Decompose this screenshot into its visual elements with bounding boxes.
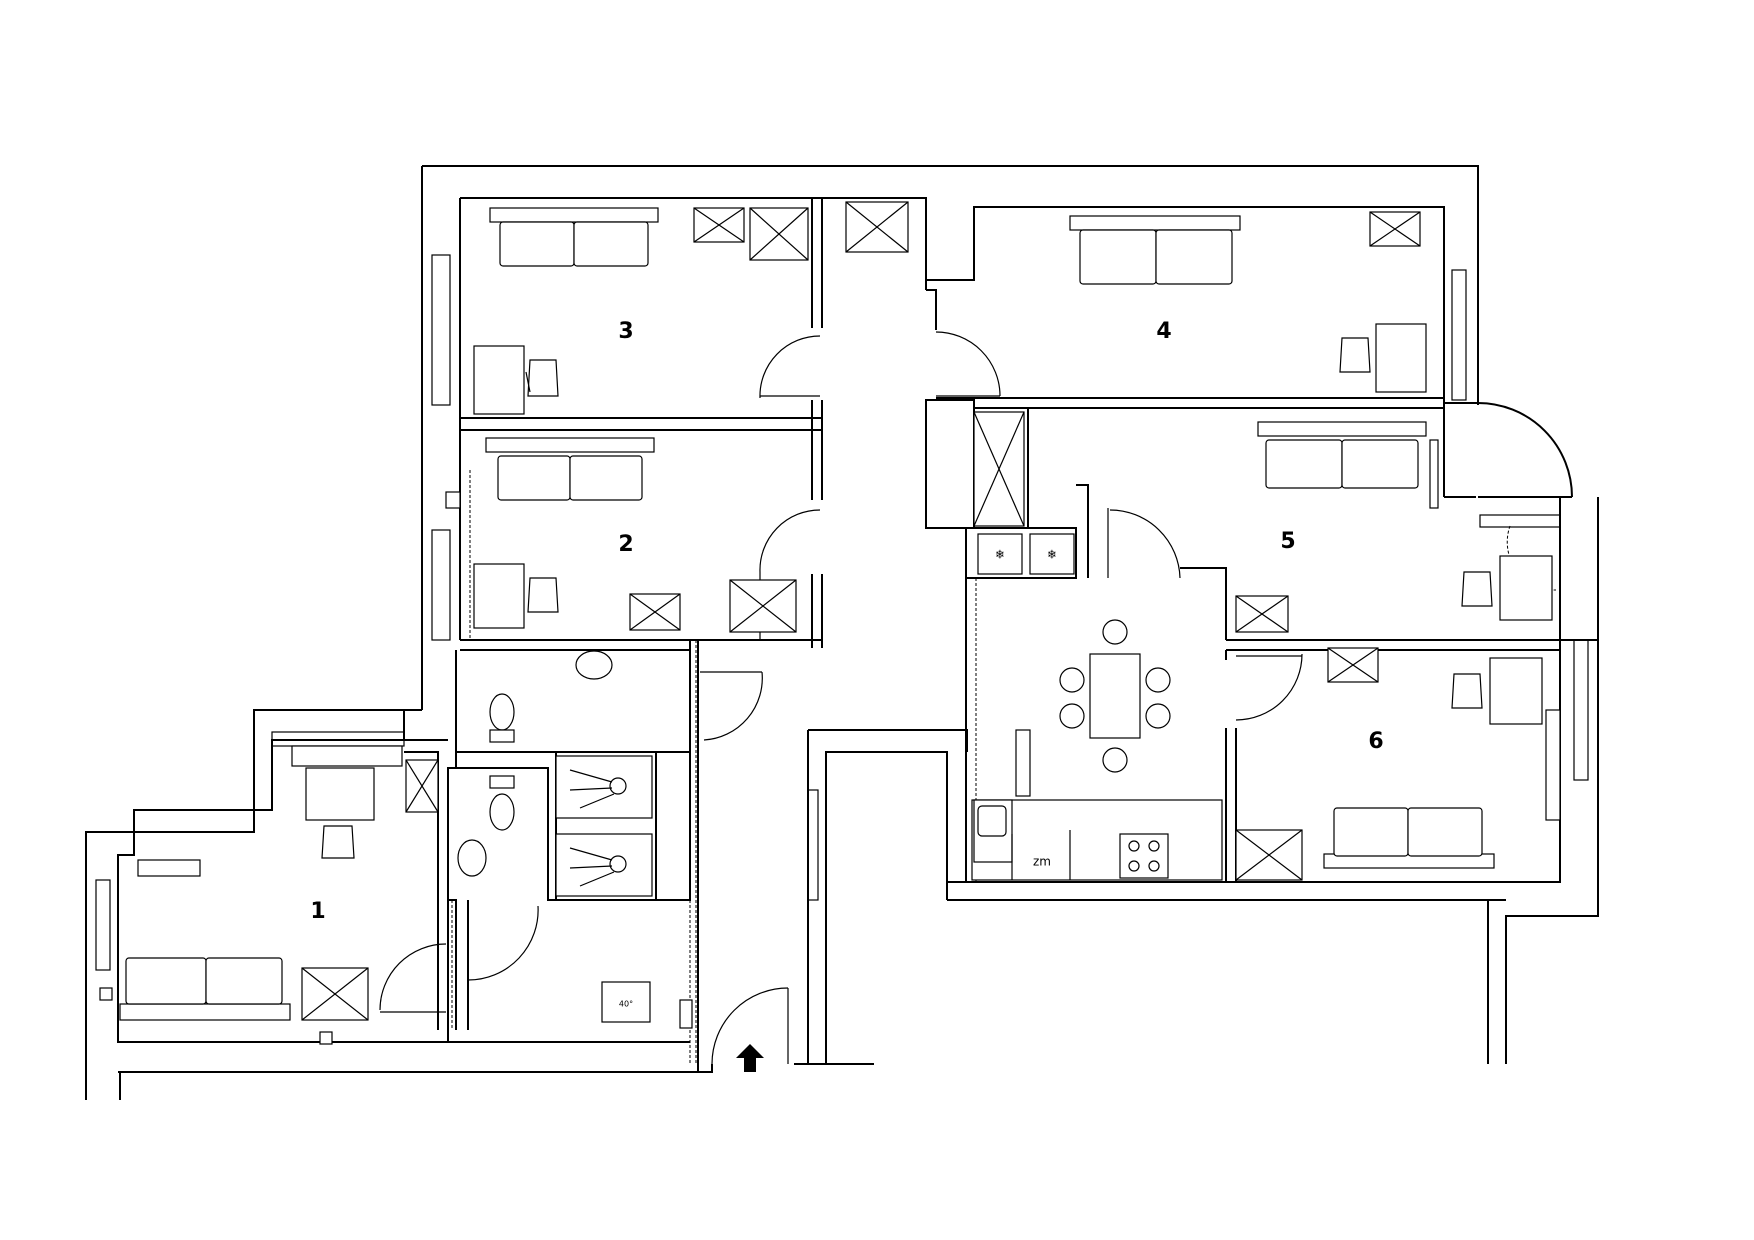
washer-label: 40° — [619, 1000, 633, 1009]
vent — [319, 1031, 333, 1045]
desk — [1489, 657, 1543, 725]
snowflake-icon: ❄ — [995, 548, 1005, 562]
fridge-label: zm — [1033, 855, 1051, 869]
wash-basin — [457, 650, 613, 877]
wardrobe — [1235, 647, 1379, 881]
room-number-2: 2 — [618, 532, 633, 557]
kitchen-counter — [971, 799, 1223, 881]
tall-cabinet — [973, 411, 1025, 527]
furniture: ❄ ❄ zm — [99, 201, 1561, 1045]
sofa — [1323, 807, 1495, 869]
desk — [1499, 555, 1553, 621]
freezer-unit: ❄ ❄ — [977, 533, 1075, 575]
interior-walls — [95, 198, 1589, 1072]
sofa — [1069, 215, 1241, 285]
shower-tray — [555, 755, 653, 897]
room-number-3: 3 — [618, 319, 633, 344]
radiator — [137, 859, 201, 877]
hidden-lines — [451, 470, 977, 1064]
sofa — [489, 207, 659, 267]
vent — [445, 491, 461, 509]
wardrobe — [629, 579, 797, 633]
desk — [1375, 323, 1427, 393]
radiator — [807, 789, 819, 901]
toilet — [489, 693, 515, 831]
sofa — [1257, 421, 1439, 509]
room-number-6: 6 — [1368, 729, 1383, 754]
room-number-1: 1 — [310, 899, 325, 924]
entrance-arrow-icon — [736, 1044, 764, 1072]
shelf — [1545, 709, 1561, 821]
chair — [525, 359, 559, 397]
shelf — [1015, 729, 1031, 797]
chair — [321, 825, 355, 859]
vent — [99, 987, 113, 1001]
snowflake-icon: ❄ — [1047, 548, 1057, 562]
sofa — [485, 437, 655, 501]
desk — [291, 745, 403, 821]
desk — [473, 345, 525, 415]
wardrobe — [1369, 211, 1421, 247]
wardrobe — [301, 759, 439, 1021]
room-number-4: 4 — [1156, 319, 1171, 344]
washing-machine: 40° — [601, 981, 651, 1023]
boiler — [679, 999, 693, 1029]
desk — [473, 563, 525, 629]
wardrobe — [1235, 595, 1289, 633]
chair — [1339, 337, 1371, 373]
outer-walls — [85, 165, 1599, 1100]
sofa — [119, 957, 291, 1021]
chair — [1451, 673, 1483, 709]
wardrobe — [693, 201, 909, 261]
chair — [527, 577, 559, 613]
chair — [1461, 571, 1493, 607]
dining-table — [1059, 619, 1171, 773]
room-labels: 3 2 4 5 6 1 — [310, 319, 1383, 924]
room-number-5: 5 — [1280, 529, 1295, 554]
